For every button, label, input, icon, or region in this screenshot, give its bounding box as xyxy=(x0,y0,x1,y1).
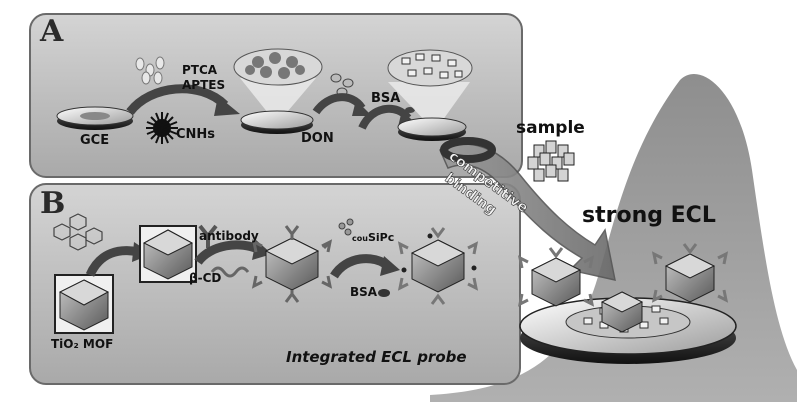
aptes-label: APTES xyxy=(182,78,226,92)
antibody-label: antibody xyxy=(199,229,259,243)
bsa-icon xyxy=(405,107,415,113)
beta-cd-label: β-CD xyxy=(189,271,222,285)
bound-probe xyxy=(530,257,582,307)
competitive-binding-arrow xyxy=(439,137,616,281)
integrated-ecl-probe-label: Integrated ECL probe xyxy=(286,348,467,366)
arrowhead-icon xyxy=(214,96,240,116)
cnhs-nanohorn-icon xyxy=(146,112,178,144)
gce-label: GCE xyxy=(80,133,110,148)
cousipc-suffix: SiPc xyxy=(367,231,395,244)
probe-antibodies-icon xyxy=(517,243,729,307)
cnhs-label: CNHs xyxy=(176,127,216,142)
ptca-label: PTCA xyxy=(182,63,218,77)
bsa-icon xyxy=(378,289,390,297)
arrow-icon xyxy=(126,84,229,115)
panel-a-letter: A xyxy=(40,14,64,49)
sample-label: sample xyxy=(516,118,585,138)
sample-don-icon xyxy=(527,140,575,182)
bsa-label-b: BSA xyxy=(350,285,378,299)
ptca-aptes-molecules-icon xyxy=(135,56,165,85)
tio2-mof-label: TiO₂ MOF xyxy=(51,337,114,351)
integrated-ecl-probe xyxy=(397,227,479,305)
cousipc-dye-icon xyxy=(338,218,354,236)
organic-ligand-icon xyxy=(53,213,103,251)
tio2-mof-particle xyxy=(54,274,114,334)
modified-electrode-cnhs xyxy=(233,48,323,134)
arrowhead-icon xyxy=(352,100,372,116)
cousipc-prefix: cou xyxy=(352,234,368,243)
panel-b-letter: B xyxy=(40,186,66,221)
mof-framework-particle xyxy=(139,225,197,283)
beta-cd-icon xyxy=(210,266,250,278)
antibody-mof-conjugate xyxy=(251,225,333,303)
don-label: DON xyxy=(301,131,334,146)
modified-electrode-don xyxy=(387,49,473,141)
arrowhead-icon xyxy=(380,256,400,276)
bound-probe xyxy=(600,291,644,333)
antibody-icon xyxy=(198,224,218,248)
bsa-label-a: BSA xyxy=(371,91,401,106)
gce-electrode xyxy=(56,106,134,130)
cousipc-label: couSiPc xyxy=(352,228,394,244)
bound-probe xyxy=(664,253,716,303)
strong-ecl-label: strong ECL xyxy=(582,203,716,228)
